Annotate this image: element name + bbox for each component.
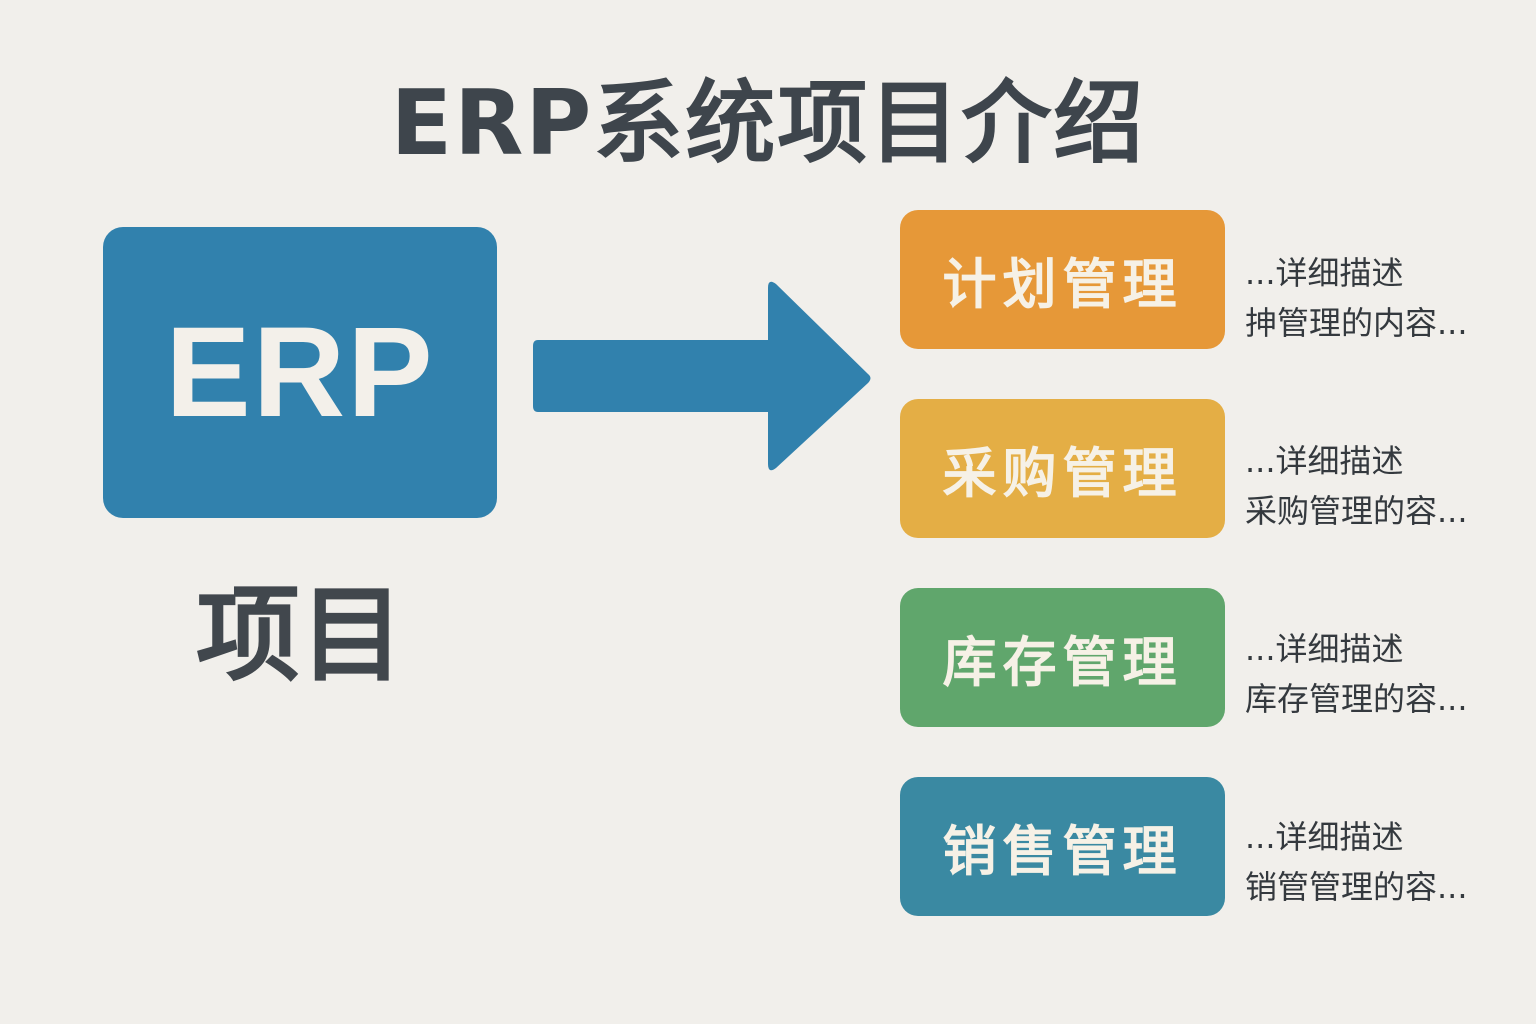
erp-caption: 项目 bbox=[195, 574, 404, 696]
module-label: 销售管理 bbox=[942, 820, 1183, 883]
description-line: 销管管理的容... bbox=[1245, 868, 1468, 906]
module-description: ...详细描述 销管管理的容... bbox=[1245, 812, 1468, 912]
description-line: 采购管理的容... bbox=[1245, 492, 1468, 530]
description-line: 抻管理的内容... bbox=[1245, 304, 1468, 342]
module-label: 采购管理 bbox=[942, 442, 1183, 505]
module-planning: 计划管理 bbox=[900, 210, 1225, 349]
erp-box-label: ERP bbox=[165, 301, 435, 444]
erp-box: ERP bbox=[103, 227, 497, 518]
module-inventory: 库存管理 bbox=[900, 588, 1225, 727]
module-description: ...详细描述 抻管理的内容... bbox=[1245, 248, 1468, 348]
page-title: ERP系统项目介绍 bbox=[390, 71, 1146, 176]
description-line: ...详细描述 bbox=[1245, 818, 1404, 856]
module-label: 计划管理 bbox=[942, 253, 1183, 316]
description-line: ...详细描述 bbox=[1245, 630, 1404, 668]
module-label: 库存管理 bbox=[942, 631, 1183, 694]
module-purchasing: 采购管理 bbox=[900, 399, 1225, 538]
module-sales: 销售管理 bbox=[900, 777, 1225, 916]
description-line: ...详细描述 bbox=[1245, 442, 1404, 480]
module-description: ...详细描述 采购管理的容... bbox=[1245, 436, 1468, 536]
right-arrow-icon bbox=[533, 281, 871, 471]
module-description: ...详细描述 库存管理的容... bbox=[1245, 624, 1468, 724]
description-line: ...详细描述 bbox=[1245, 254, 1404, 292]
description-line: 库存管理的容... bbox=[1245, 680, 1468, 718]
